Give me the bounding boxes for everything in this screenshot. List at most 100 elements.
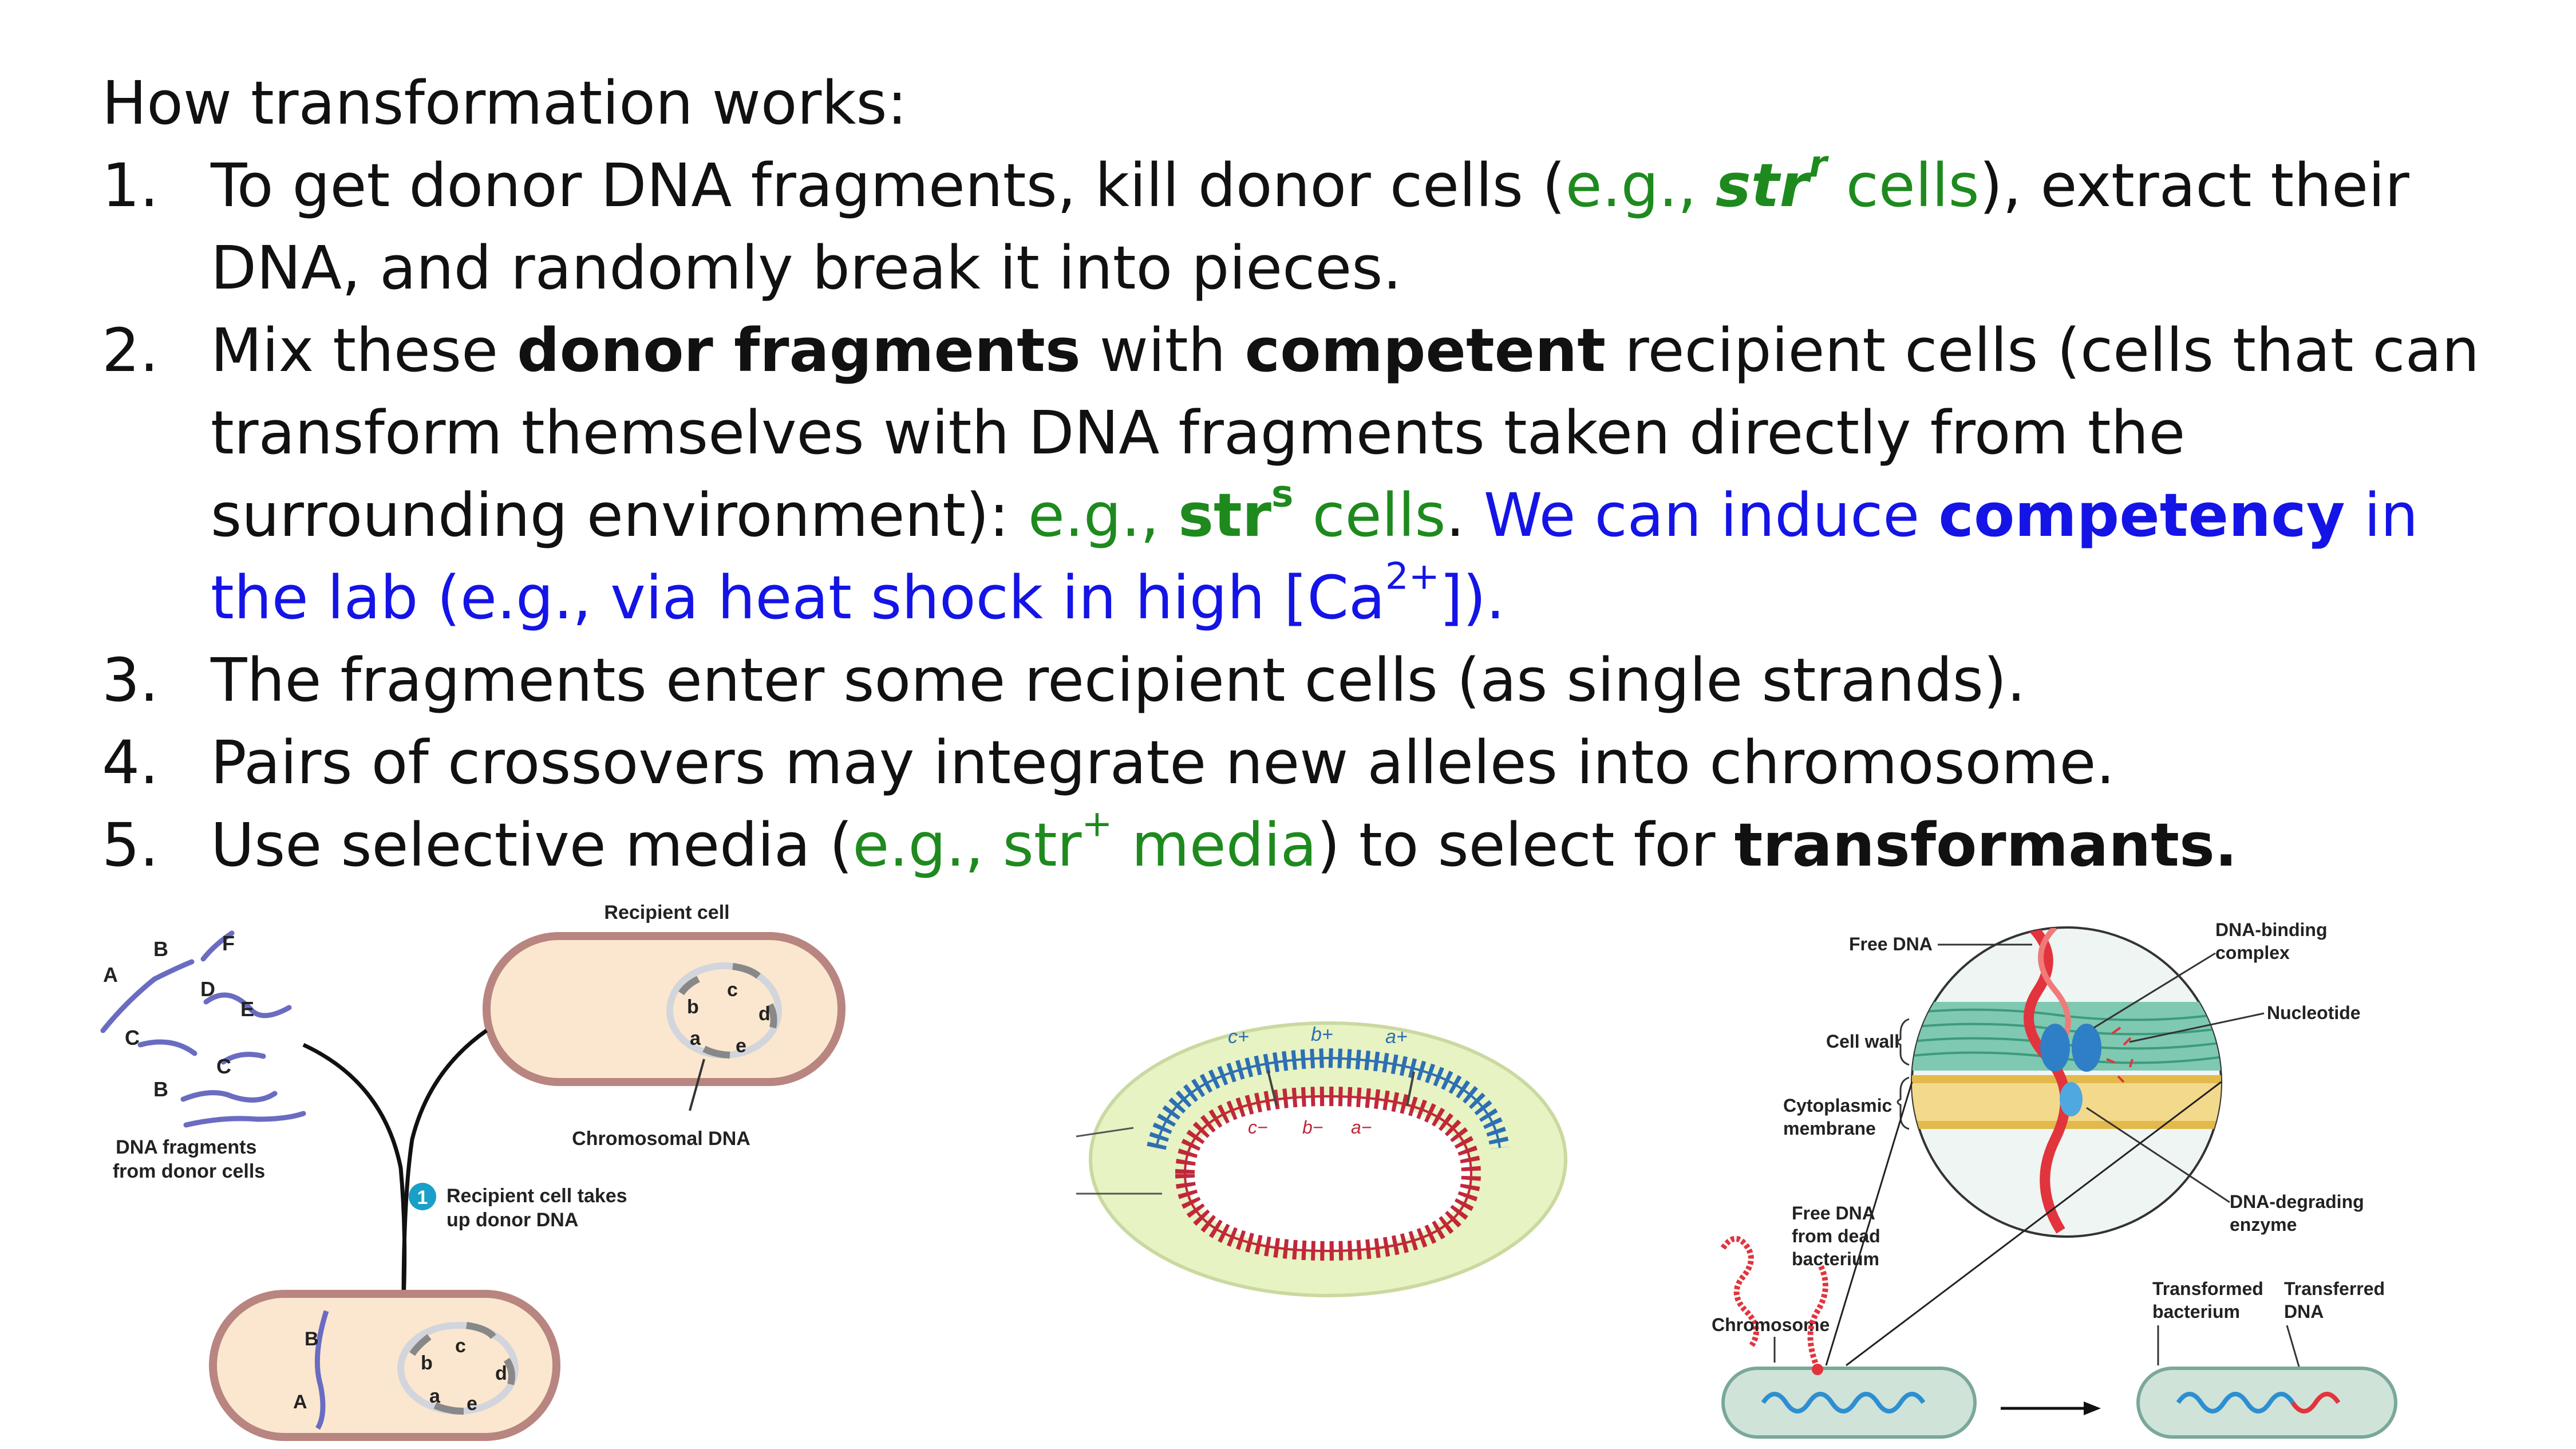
allele-label: b− <box>1302 1117 1323 1138</box>
gene-name: str <box>1715 151 1809 220</box>
step-text: To get donor DNA fragments, kill donor c… <box>211 151 1566 220</box>
bold-term: donor fragments <box>517 315 1081 385</box>
svg-text:c: c <box>727 979 738 1001</box>
crossover-left <box>1267 1070 1278 1107</box>
fragment-letter: D <box>200 977 215 1001</box>
step-number: 5. <box>102 810 159 880</box>
transformation-uptake-figure: B F A D E C C B DNA fragments from donor… <box>100 902 846 1441</box>
entry-point <box>1812 1364 1823 1375</box>
nucleotide-label: Nucleotide <box>2267 1002 2361 1023</box>
bold-term: competent <box>1244 315 1606 385</box>
step-2: 2. Mix these donor fragments with compet… <box>102 309 2495 639</box>
allele-label: c− <box>1248 1117 1268 1138</box>
example-text: e.g., strr cells <box>1565 146 1980 220</box>
fragment-letter: A <box>103 963 118 986</box>
merge-arrow-right <box>401 1029 488 1300</box>
step-number: 2. <box>102 315 159 385</box>
allele-label: b+ <box>1311 1024 1333 1045</box>
step-text: Mix these <box>211 315 517 385</box>
transferred-label: Transferred DNA <box>2284 1278 2390 1322</box>
uptake-label: Recipient cell takes up donor DNA <box>447 1185 633 1231</box>
step-text-tail: ), extract their DNA, and randomly break… <box>211 151 2409 303</box>
bold-term: transformants. <box>1734 810 2238 880</box>
free-dna-label: Free DNA <box>1849 934 1933 954</box>
step-text: Pairs of crossovers may integrate new al… <box>211 728 2115 797</box>
dna-fragment <box>203 992 292 1018</box>
step-text: Use selective media ( <box>211 810 853 880</box>
eg-text: e.g., str <box>852 810 1082 880</box>
eg-text: e.g., <box>1028 480 1179 550</box>
recipient-cell-label: Recipient cell <box>604 902 729 923</box>
dna-fragment <box>100 959 195 1033</box>
step-text: ) to select for <box>1317 810 1735 880</box>
dna-fragment <box>180 1090 278 1103</box>
step-4: 4. Pairs of crossovers may integrate new… <box>102 721 2495 804</box>
svg-text:a: a <box>690 1028 701 1049</box>
gene-superscript: + <box>1081 802 1113 846</box>
note-text: in the lab (e.g., via heat shock in high… <box>211 480 2419 633</box>
recipient-allele-labels: c− b− a− <box>1248 1117 1372 1138</box>
dna-fragment <box>200 930 235 962</box>
merge-arrow-left <box>302 1043 407 1300</box>
steps-list: 1. To get donor DNA fragments, kill dono… <box>102 144 2495 886</box>
step-badge-number: 1 <box>417 1187 428 1209</box>
fragment-letter: B <box>153 1077 168 1101</box>
step-number: 3. <box>102 645 159 715</box>
dna-binding-label: DNA-binding complex <box>2215 919 2332 963</box>
transformed-chromosome <box>2176 1392 2295 1414</box>
step-5: 5. Use selective media (e.g., str+ media… <box>102 804 2495 886</box>
step-text: The fragments enter some recipient cells… <box>211 645 2026 715</box>
step-text: . <box>1445 480 1484 550</box>
allele-label: c+ <box>1228 1026 1249 1048</box>
gene-superscript: s <box>1271 472 1294 516</box>
recipient-bacterium <box>1721 1367 1977 1439</box>
svg-text:c: c <box>455 1335 466 1357</box>
cells-text: cells <box>1827 151 1980 220</box>
recipient-chromosome-edge <box>1183 1095 1473 1253</box>
recipient-cell <box>483 932 846 1086</box>
nucleotides <box>2106 1026 2134 1083</box>
step-text: with <box>1080 315 1245 385</box>
recombination-figure: c+ b+ a+ c− b− a− <box>1076 1021 1567 1297</box>
svg-text:b: b <box>687 996 699 1018</box>
donor-fragments <box>100 930 306 1128</box>
transformed-chromosome <box>397 1322 519 1415</box>
svg-text:b: b <box>421 1352 433 1374</box>
svg-text:a: a <box>429 1385 441 1407</box>
fragment-letters: B F A D E C C B <box>103 931 254 1101</box>
cells-text: cells <box>1293 480 1446 550</box>
dna-fragment <box>137 1039 197 1056</box>
fragment-letter: B <box>153 937 168 961</box>
membrane-label: Cytoplasmic membrane <box>1783 1095 1897 1139</box>
result-letters: B A c b d a e <box>293 1328 507 1415</box>
allele-label: a+ <box>1385 1026 1408 1048</box>
entering-dna <box>1807 1264 1828 1369</box>
donor-label: DNA fragments from donor cells <box>113 1136 265 1182</box>
pointer-donor <box>1076 1127 1134 1138</box>
donor-dna-inside <box>314 1310 329 1430</box>
example-text: e.g., strs cells <box>1028 476 1446 550</box>
svg-text:e: e <box>467 1393 477 1415</box>
svg-text:A: A <box>293 1391 307 1413</box>
media-text: media <box>1112 810 1317 880</box>
chromosome-pointer <box>689 1059 705 1111</box>
dead-bacterium-dna <box>1720 1235 1759 1347</box>
bold-term: competency <box>1938 480 2345 550</box>
fragment-letter: F <box>222 931 235 955</box>
competency-note: We can induce competency in the lab (e.g… <box>211 480 2418 633</box>
chromosomal-dna-label: Chromosomal DNA <box>572 1128 750 1150</box>
dead-dna-label: Free DNA from dead bacterium <box>1792 1203 1886 1269</box>
integrated-dna <box>2290 1392 2341 1414</box>
degrading-enzyme-label: DNA-degrading enzyme <box>2230 1191 2369 1235</box>
step-3: 3. The fragments enter some recipient ce… <box>102 639 2495 721</box>
step-number: 1. <box>102 151 159 220</box>
fragment-letter: E <box>240 997 254 1021</box>
svg-text:d: d <box>758 1003 771 1025</box>
eg-text: e.g., <box>1565 151 1716 220</box>
heading: How transformation works: <box>102 68 907 138</box>
svg-text:e: e <box>736 1035 746 1057</box>
example-text: e.g., str+ media <box>852 806 1317 880</box>
step-1: 1. To get donor DNA fragments, kill dono… <box>102 144 2495 309</box>
donor-fragment-edge <box>1155 1056 1501 1148</box>
